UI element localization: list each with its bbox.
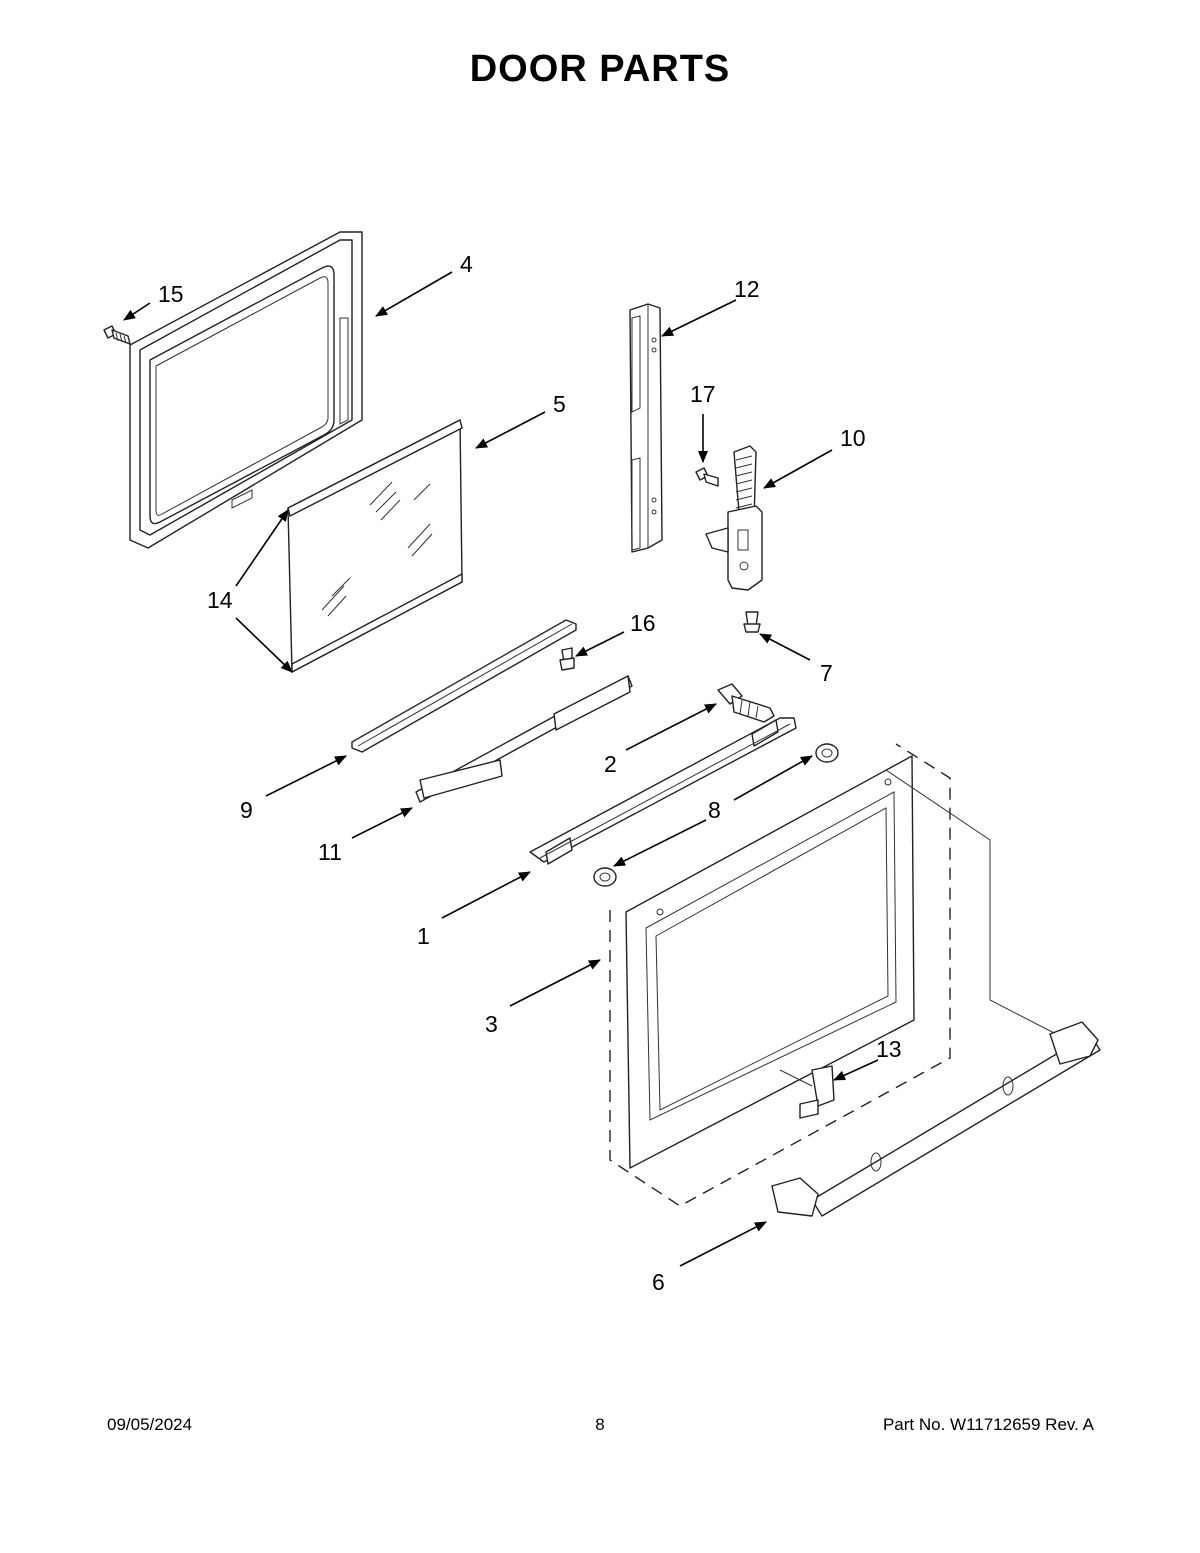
callout-1: 1 — [417, 923, 430, 949]
callout-14: 14 — [207, 587, 233, 613]
part-3-outer-door-panel — [625, 755, 915, 1169]
callout-7: 7 — [820, 660, 833, 686]
part-17-screw — [695, 467, 719, 487]
part-9-trim-strip — [351, 619, 577, 753]
callout-2: 2 — [604, 751, 617, 777]
leader-lines — [123, 271, 879, 1267]
part-13-handle-clip — [779, 1065, 835, 1119]
part-8-grommet-lower — [593, 867, 617, 887]
callout-6: 6 — [652, 1269, 665, 1295]
part-4-inner-door-frame — [129, 231, 363, 549]
part-11-bracket-rail — [415, 675, 633, 803]
callout-15: 15 — [158, 281, 184, 307]
callout-11: 11 — [318, 839, 342, 865]
page-title: DOOR PARTS — [469, 48, 731, 90]
footer-page-number: 8 — [595, 1415, 605, 1434]
part-7-screw — [743, 611, 761, 633]
callout-10: 10 — [840, 425, 866, 451]
part-15-screw — [103, 325, 131, 345]
part-10-hinge — [705, 445, 763, 591]
footer-part-number: Part No. W11712659 Rev. A — [882, 1415, 1094, 1434]
callout-12: 12 — [734, 276, 760, 302]
callout-17: 17 — [690, 381, 716, 407]
part-2-bolt — [717, 683, 775, 723]
callout-3: 3 — [485, 1011, 498, 1037]
part-16-screw — [559, 647, 575, 671]
callout-9: 9 — [240, 797, 253, 823]
footer-date: 09/05/2024 — [107, 1415, 193, 1434]
part-12-side-channel — [629, 303, 663, 553]
callout-13: 13 — [876, 1036, 902, 1062]
assembly-outline — [609, 743, 951, 1207]
part-5-glass-panel — [287, 419, 463, 673]
callout-8: 8 — [708, 797, 721, 823]
handle-guide-line — [885, 769, 1061, 1037]
part-6-handle — [771, 1021, 1101, 1217]
part-8-grommet-upper — [815, 743, 839, 763]
callout-16: 16 — [630, 610, 656, 636]
part-1-hinge-channel — [529, 717, 797, 865]
callout-5: 5 — [553, 391, 566, 417]
callout-4: 4 — [460, 251, 473, 277]
